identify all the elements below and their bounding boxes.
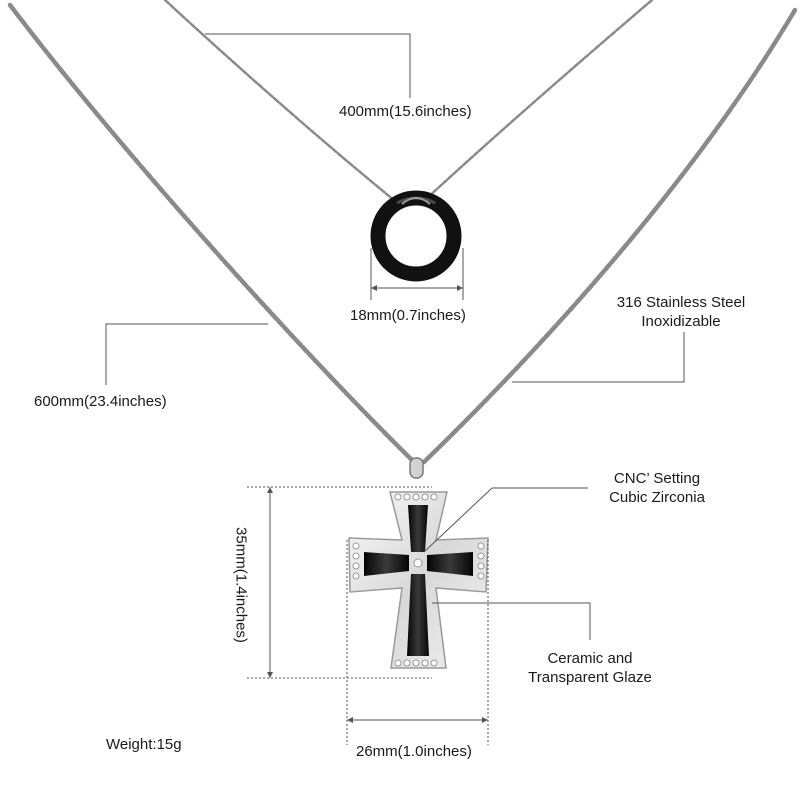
long-chain xyxy=(7,2,798,465)
ring-diameter-label: 18mm(0.7inches) xyxy=(350,307,466,324)
finish-label-line1: Ceramic and xyxy=(547,650,633,667)
setting-label-line2: Cubic Zirconia xyxy=(609,489,705,506)
finish-label: Ceramic and Transparent Glaze xyxy=(510,649,670,687)
dimension-arrowheads xyxy=(267,285,488,723)
material-label: 316 Stainless Steel Inoxidizable xyxy=(606,293,756,331)
pendant-height-label: 35mm(1.4inches) xyxy=(232,527,250,643)
cross-pendant xyxy=(348,491,489,669)
material-label-line1: 316 Stainless Steel xyxy=(616,294,746,311)
weight-label: Weight:15g xyxy=(106,736,182,753)
setting-label-line1: CNC’ Setting xyxy=(613,470,701,487)
material-label-line2: Inoxidizable xyxy=(641,313,721,330)
long-chain-length-label: 600mm(23.4inches) xyxy=(34,393,167,410)
dimension-lines xyxy=(105,33,685,745)
setting-label: CNC’ Setting Cubic Zirconia xyxy=(592,469,722,507)
finish-label-line2: Transparent Glaze xyxy=(528,669,652,686)
pendant-bail xyxy=(409,457,424,479)
ceramic-ring xyxy=(370,190,462,282)
short-chain-length-label: 400mm(15.6inches) xyxy=(339,103,472,120)
pendant-width-label: 26mm(1.0inches) xyxy=(356,743,472,760)
short-chain xyxy=(163,0,654,207)
